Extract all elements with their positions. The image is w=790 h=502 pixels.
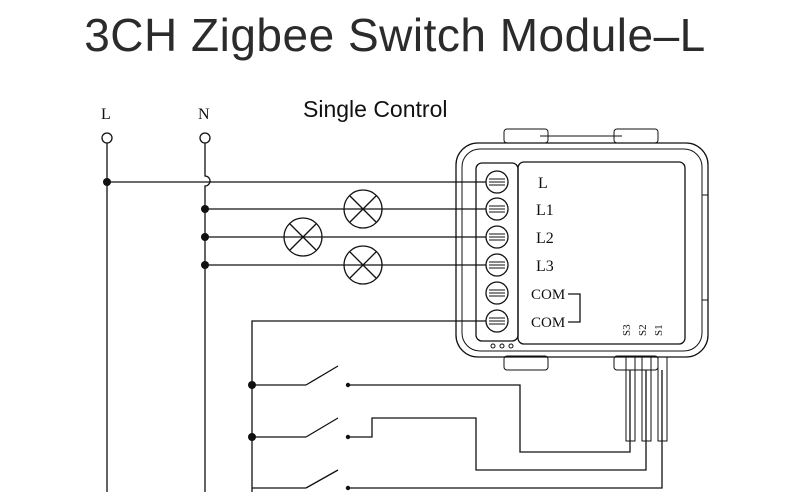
terminal-screw-icon [485,197,509,221]
terminal-screw-icon [485,309,509,333]
terminal-screws [485,170,509,333]
line-label: L [101,106,111,123]
com-wire [251,320,486,492]
neutral-label: N [198,106,210,123]
terminal-label-l3: L3 [536,258,554,275]
neutral-wire [204,143,211,492]
line-terminal [101,132,113,144]
junction-dot [103,178,111,186]
com-bridge [568,293,581,323]
lamp-1-icon [343,189,383,229]
terminal-screw-icon [485,253,509,277]
junction-dot [201,205,209,213]
diagram-subtitle: Single Control [303,96,448,122]
input-label-s2: S2 [637,324,649,336]
switch-2-icon [252,370,647,471]
terminal-label-l1: L1 [536,202,554,219]
lamp-3-icon [343,245,383,285]
input-label-s3: S3 [621,324,633,336]
junction-dot [201,261,209,269]
terminal-label-l2: L2 [536,230,554,247]
terminal-screw-icon [485,225,509,249]
input-label-s1: S1 [653,324,665,336]
terminal-label-com-2: COM [531,315,565,331]
switch-1-icon [252,365,631,453]
neutral-terminal [199,132,211,144]
junction-dot [201,233,209,241]
terminal-screw-icon [485,281,509,305]
terminal-screw-icon [485,170,509,194]
diagram-title: 3CH Zigbee Switch Module–L [84,9,706,61]
terminal-label-com-1: COM [531,287,565,303]
terminal-label-l: L [538,175,548,192]
lamp-2-icon [283,217,323,257]
switch-module [455,128,709,371]
switch-3-icon [252,370,663,491]
switch-input-leads [625,356,668,442]
